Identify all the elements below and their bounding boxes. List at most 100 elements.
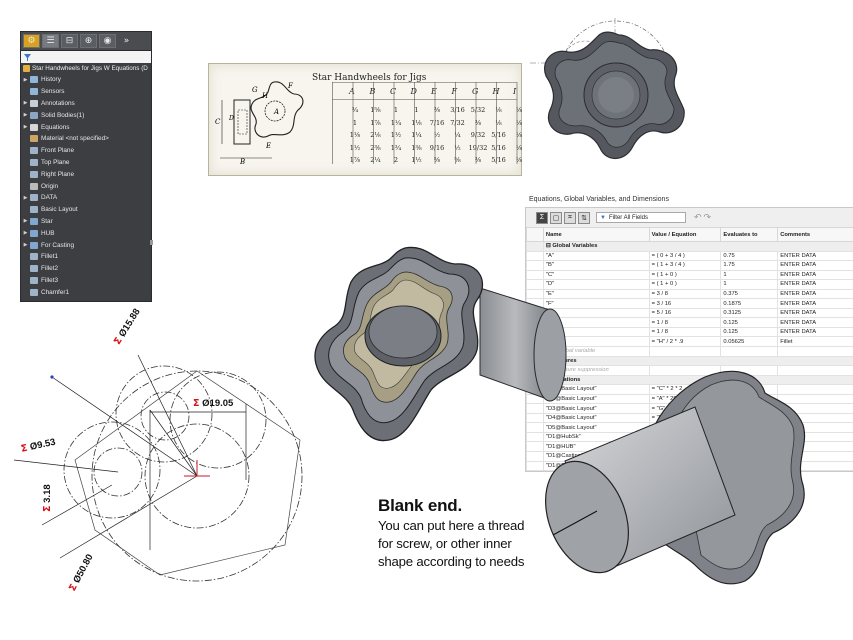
tree-item[interactable]: Front Plane — [21, 145, 151, 157]
value-cell[interactable]: = 3 / 16 — [648, 298, 722, 309]
tree-item[interactable]: ▶For Casting — [21, 239, 151, 251]
dim-3-18[interactable]: Σ 3.18 — [42, 484, 53, 512]
value-cell[interactable]: = 3 / 8 — [648, 288, 722, 300]
expand-arrow-icon[interactable]: ▶ — [23, 218, 28, 225]
tree-item[interactable]: Chamfer1 — [21, 286, 151, 298]
value-cell[interactable]: = ( 0 + 3 / 4 ) — [648, 250, 722, 262]
expand-arrow-icon[interactable]: ▶ — [23, 76, 28, 83]
evaluates-cell[interactable]: 1.75 — [720, 260, 779, 271]
scan-title: Star Handwheels for Jigs — [312, 73, 427, 83]
dimension-view-icon[interactable]: ⌗ — [564, 211, 576, 224]
tree-item[interactable]: ▶DATA — [21, 192, 151, 204]
value-cell[interactable]: = ( 1 + 3 / 4 ) — [648, 260, 722, 271]
feature-manager-tab-icon[interactable]: ⚙ — [23, 34, 40, 48]
value-cell[interactable]: = ( 1 + 0 ) — [648, 279, 722, 290]
tree-root-part[interactable]: Star Handwheels for Jigs W Equations (D — [21, 63, 151, 74]
evaluates-cell[interactable]: 0.125 — [720, 326, 779, 338]
group-row[interactable]: ⊟ Global Variables — [526, 241, 853, 252]
dimxpert-tab-icon[interactable]: ⊕ — [80, 34, 97, 48]
sketch-equation-view-icon[interactable]: ▢ — [550, 211, 562, 224]
tree-item[interactable]: Material <not specified> — [21, 133, 151, 145]
ordered-view-icon[interactable]: ⇅ — [578, 211, 590, 224]
add-row[interactable]: Add global variable — [526, 346, 853, 357]
tree-item[interactable]: Basic Layout — [21, 204, 151, 216]
tree-item[interactable]: ▶HUB — [21, 227, 151, 239]
tree-filter-row[interactable] — [21, 51, 151, 63]
property-manager-tab-icon[interactable]: ☰ — [42, 34, 59, 48]
evaluates-cell[interactable]: 0.05625 — [720, 336, 779, 347]
dim-d19-05[interactable]: Σ Ø19.05 — [193, 398, 233, 409]
comment-cell[interactable]: ENTER DATA — [777, 288, 853, 300]
comment-cell[interactable]: ENTER DATA — [777, 307, 853, 319]
comment-cell[interactable]: ENTER DATA — [777, 260, 853, 271]
expand-arrow-icon[interactable]: ▶ — [23, 242, 28, 249]
comment-cell[interactable]: ENTER DATA — [777, 279, 853, 290]
comment-cell[interactable]: ENTER DATA — [777, 326, 853, 338]
col-value-header[interactable]: Value / Equation — [648, 227, 722, 242]
tree-item[interactable]: Origin — [21, 180, 151, 192]
evaluates-cell[interactable]: 0.375 — [720, 288, 779, 300]
comment-cell[interactable]: ENTER DATA — [777, 250, 853, 262]
value-cell[interactable]: = 1 / 8 — [648, 317, 722, 328]
tree-item[interactable]: Fillet1 — [21, 251, 151, 263]
tree-item[interactable]: ▶ Star — [21, 216, 151, 228]
panel-resize-handle[interactable] — [150, 240, 153, 245]
scan-cell: ⅛ — [495, 118, 502, 127]
evaluates-cell[interactable]: 0.75 — [720, 250, 779, 262]
tree-item[interactable]: ▶Equations — [21, 121, 151, 133]
value-cell[interactable]: = "H" / 2 * .9 — [648, 336, 722, 347]
sketch-point[interactable] — [50, 375, 54, 379]
expand-arrow-icon[interactable]: ▶ — [23, 230, 28, 237]
tree-item[interactable]: ▶Annotations — [21, 98, 151, 110]
tree-item[interactable]: ▶Solid Bodies(1) — [21, 109, 151, 121]
undo-icon[interactable]: ↶ — [694, 212, 702, 222]
tree-item-label: Star — [41, 217, 53, 225]
tree-item[interactable]: Sensors — [21, 86, 151, 98]
tree-item[interactable]: Top Plane — [21, 157, 151, 169]
filter-icon[interactable] — [24, 53, 31, 61]
comment-cell[interactable]: ENTER DATA — [777, 298, 853, 309]
filter-all-fields-input[interactable]: ▼ Filter All Fields — [596, 212, 686, 223]
col-evaluates-header[interactable]: Evaluates to — [720, 227, 779, 242]
expand-arrow-icon[interactable]: ▶ — [23, 112, 28, 119]
expand-arrow-icon[interactable]: ▶ — [23, 100, 28, 107]
redo-icon[interactable]: ↷ — [703, 212, 712, 222]
evaluates-cell[interactable]: 1 — [720, 279, 779, 290]
evaluates-cell[interactable]: 0.125 — [720, 317, 779, 328]
tree-item[interactable]: Right Plane — [21, 168, 151, 180]
tree-item[interactable]: ▶History — [21, 74, 151, 86]
display-manager-tab-icon[interactable]: ◉ — [99, 34, 116, 48]
equation-view-icon[interactable]: Σ — [536, 211, 548, 224]
value-cell[interactable]: = 5 / 16 — [648, 307, 722, 319]
expand-arrow-icon[interactable]: ▶ — [23, 124, 28, 131]
scan-cell: 1 — [393, 106, 399, 114]
evaluates-cell[interactable]: 1 — [720, 269, 779, 281]
tree-item[interactable]: Fillet2 — [21, 263, 151, 275]
expand-arrow-icon[interactable]: ▶ — [23, 194, 28, 201]
evaluates-cell[interactable]: 0.1875 — [720, 298, 779, 309]
configuration-manager-tab-icon[interactable]: ⊟ — [61, 34, 78, 48]
equations-toolbar: Σ ▢ ⌗ ⇅ ▼ Filter All Fields ↶ ↷ — [526, 208, 853, 228]
col-comments-header[interactable]: Comments — [777, 227, 853, 242]
value-cell[interactable]: = ( 1 + 0 ) — [648, 269, 722, 281]
comment-cell[interactable]: ENTER DATA — [777, 269, 853, 281]
more-tabs-chevron-icon[interactable]: » — [123, 36, 130, 46]
col-name-header[interactable]: Name — [542, 227, 650, 242]
value-cell[interactable]: = 1 / 8 — [648, 326, 722, 338]
svg-text:B: B — [239, 158, 245, 166]
tree-item[interactable]: Fillet3 — [21, 275, 151, 287]
evaluates-cell[interactable]: 0.3125 — [720, 307, 779, 319]
comment-cell[interactable]: Fillet — [777, 336, 853, 347]
collapse-icon[interactable]: ⊟ — [545, 243, 553, 250]
comment-cell[interactable]: ENTER DATA — [777, 317, 853, 328]
